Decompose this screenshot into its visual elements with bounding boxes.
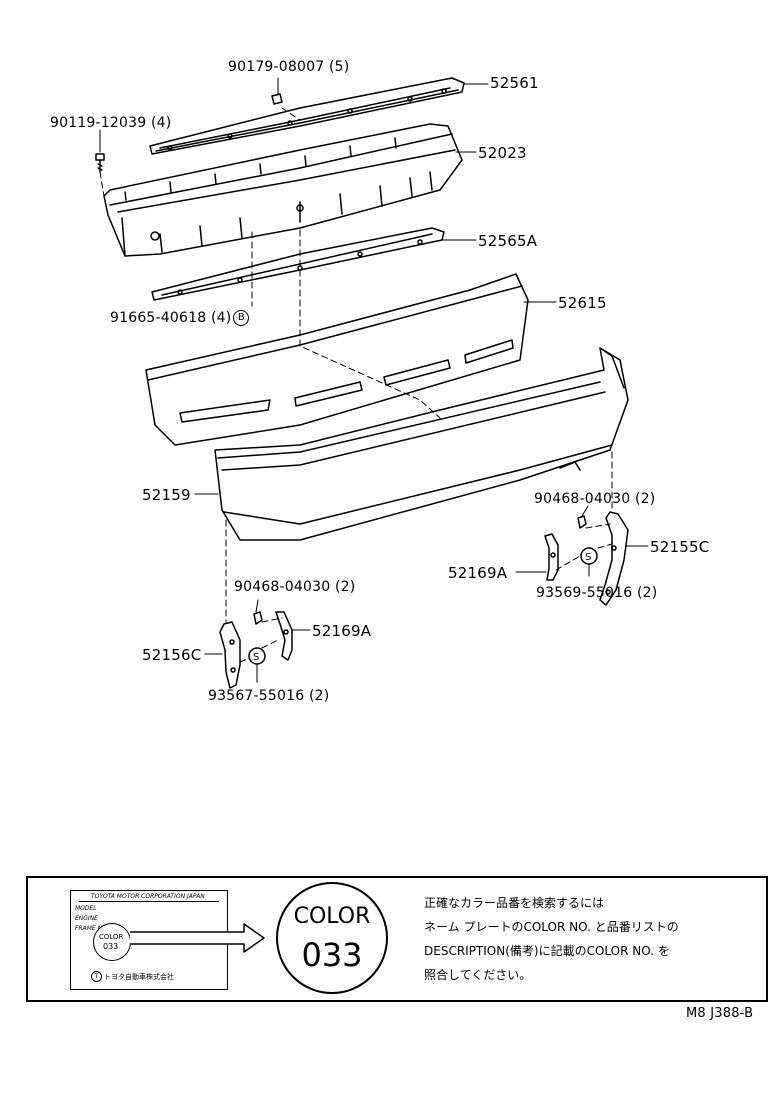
diagram-code: M8 J388-B bbox=[686, 1006, 754, 1021]
plate-divider bbox=[79, 901, 219, 902]
note-line-1: 正確なカラー品番を検索するには bbox=[424, 896, 605, 910]
color-note-box bbox=[26, 876, 768, 1002]
mark-b-circle: B bbox=[233, 310, 250, 326]
plate-maker: トヨタ自動車株式会社 bbox=[104, 973, 174, 981]
retainer-52169A-right bbox=[544, 533, 559, 581]
part-label-93569: 93569-55016 (2) bbox=[536, 585, 658, 601]
part-label-93567: 93567-55016 (2) bbox=[208, 688, 330, 704]
circle-color-value: 033 bbox=[301, 936, 363, 974]
leader-lines bbox=[99, 77, 649, 683]
part-label-52615: 52615 bbox=[558, 294, 607, 312]
bumper-cover-52159 bbox=[214, 347, 629, 541]
plate-model: MODEL bbox=[75, 905, 97, 912]
note-line-2: ネーム プレートのCOLOR NO. と品番リストの bbox=[424, 920, 679, 934]
plate-maker-mark: T bbox=[91, 971, 102, 982]
part-label-90468-right: 90468-04030 (2) bbox=[534, 491, 656, 507]
clip-90468-right bbox=[577, 515, 587, 529]
absorber-52023 bbox=[103, 123, 463, 257]
svg-text:S: S bbox=[253, 652, 259, 663]
clip-90179 bbox=[271, 93, 283, 105]
part-label-52169A-right: 52169A bbox=[448, 564, 508, 582]
bracket-52156C bbox=[219, 621, 241, 689]
circle-color-label: COLOR bbox=[293, 904, 371, 929]
part-label-52023: 52023 bbox=[478, 144, 527, 162]
part-label-52156C: 52156C bbox=[142, 646, 202, 664]
bracket-52155C bbox=[599, 511, 629, 606]
svg-text:S: S bbox=[585, 552, 591, 563]
name-plate: TOYOTA MOTOR CORPORATION JAPAN MODEL ENG… bbox=[70, 890, 228, 990]
plate-color-label: COLOR bbox=[99, 933, 124, 941]
bolt-90119 bbox=[95, 153, 105, 173]
note-line-4: 照合してください。 bbox=[424, 968, 532, 982]
note-line-3: DESCRIPTION(備考)に記載のCOLOR NO. を bbox=[424, 944, 670, 958]
part-label-52169A-left: 52169A bbox=[312, 622, 372, 640]
assembly-dash-lines bbox=[99, 107, 613, 663]
plate-frame: FRAME NO. bbox=[75, 925, 109, 932]
part-label-90119: 90119-12039 (4) bbox=[50, 115, 172, 131]
part-label-91665: 91665-40618 (4)B bbox=[110, 310, 250, 326]
plate-color-value: 033 bbox=[103, 942, 119, 951]
part-label-52561: 52561 bbox=[490, 74, 539, 92]
part-label-52159: 52159 bbox=[142, 486, 191, 504]
part-number-91665: 91665-40618 (4) bbox=[110, 310, 232, 326]
part-label-90179: 90179-08007 (5) bbox=[228, 59, 350, 75]
plate-engine: ENGINE bbox=[75, 915, 98, 922]
color-code-circle: COLOR 033 bbox=[276, 882, 388, 994]
plate-company: TOYOTA MOTOR CORPORATION JAPAN bbox=[91, 893, 205, 900]
part-label-90468-left: 90468-04030 (2) bbox=[234, 579, 356, 595]
part-label-52565A: 52565A bbox=[478, 232, 538, 250]
clip-90468-left bbox=[253, 611, 263, 625]
retainer-52169A-left bbox=[275, 611, 293, 661]
part-label-52155C: 52155C bbox=[650, 538, 710, 556]
